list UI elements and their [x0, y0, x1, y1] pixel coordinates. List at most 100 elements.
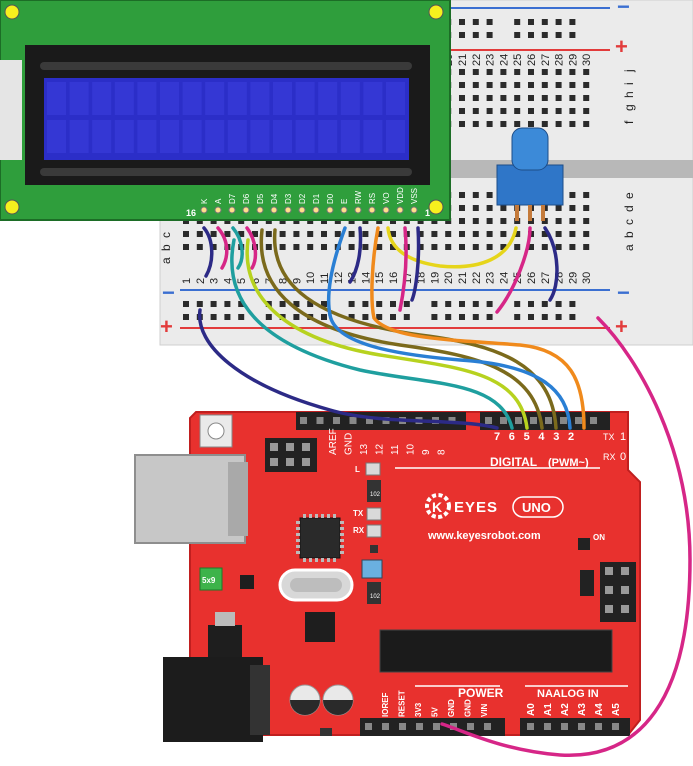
- lcd-character-cell: [340, 82, 360, 115]
- chip-pin: [340, 551, 344, 554]
- breadboard-hole: [472, 218, 479, 224]
- breadboard-hole: [500, 69, 507, 75]
- breadboard-hole: [321, 231, 327, 237]
- rail-hole: [541, 19, 548, 25]
- breadboard-hole: [486, 95, 493, 101]
- column-number: 21: [457, 272, 469, 284]
- breadboard-hole: [528, 69, 534, 75]
- rail-hole: [555, 301, 562, 307]
- rail-hole: [224, 314, 231, 320]
- lcd-character-cell: [69, 82, 89, 115]
- blue-crystal: [361, 559, 383, 579]
- rail-hole: [431, 314, 438, 320]
- header-pin: [448, 417, 456, 424]
- power-pin-label: GND: [464, 699, 473, 717]
- lcd-pin-label: D1: [312, 193, 321, 204]
- atmega-mcu: [379, 629, 613, 673]
- rail-hole: [569, 301, 576, 307]
- digital-pin-label: 3: [553, 431, 559, 443]
- breadboard-hole: [555, 82, 562, 88]
- wire-rs: [328, 313, 572, 430]
- lcd-pin-hole: [214, 206, 222, 214]
- url-label: www.keyesrobot.com: [427, 530, 541, 542]
- power-pin-label: IOREF: [381, 692, 390, 717]
- breadboard-hole: [583, 95, 590, 101]
- breadboard-hole: [555, 218, 562, 224]
- column-number: 15: [374, 272, 386, 284]
- breadboard-hole: [321, 244, 327, 250]
- top-header-left: [296, 412, 466, 430]
- rail-hole: [459, 19, 465, 25]
- lcd-mount-hole-br: [428, 199, 444, 215]
- capacitor-right-stripe: [323, 700, 353, 715]
- column-number: 9: [291, 278, 303, 284]
- wire-rail-to-7: [197, 308, 499, 430]
- l-led: [365, 462, 381, 476]
- header-pin: [467, 723, 474, 730]
- lcd-pin-label: D2: [298, 193, 307, 204]
- bottom-right-minus-sign: −: [617, 280, 630, 305]
- breadboard-hole: [252, 231, 258, 237]
- breadboard-hole: [486, 218, 493, 224]
- wire-rs-blue-upper: [326, 226, 347, 317]
- breadboard-hole: [555, 121, 562, 127]
- rail-hole: [210, 301, 217, 307]
- breadboard-hole: [210, 231, 217, 237]
- header-pin: [527, 723, 534, 730]
- header-pin: [484, 723, 491, 730]
- header-pin: [561, 723, 568, 730]
- breadboard-hole: [376, 231, 383, 237]
- breadboard-hole: [486, 205, 493, 211]
- header-pin: [500, 417, 507, 424]
- reset-button-cap[interactable]: [207, 422, 225, 440]
- pot-leg-3: [541, 205, 545, 221]
- lcd-pin-hole: [200, 206, 208, 214]
- breadboard-hole: [541, 244, 548, 250]
- smd-cap-1: [370, 545, 378, 553]
- rail-hole: [486, 301, 493, 307]
- breadboard-hole: [583, 231, 590, 237]
- breadboard-hole: [541, 95, 548, 101]
- lcd-character-cells: [47, 82, 405, 153]
- lcd-pin-hole: [312, 206, 320, 214]
- rail-hole: [569, 19, 576, 25]
- chip-pin: [333, 514, 336, 518]
- lcd-pin-label: RS: [368, 193, 377, 204]
- lcd-character-cell: [137, 120, 157, 153]
- lcd-character-cell: [227, 120, 247, 153]
- breadboard-hole: [514, 108, 521, 114]
- header-pin: [366, 417, 373, 424]
- column-number-top: 21: [457, 54, 469, 66]
- lcd-character-cell: [318, 120, 338, 153]
- header-pin: [545, 417, 552, 424]
- column-number: 11: [319, 273, 331, 284]
- rx-label: RX: [603, 452, 616, 462]
- header-pin: [333, 417, 340, 424]
- rail-hole: [183, 314, 189, 320]
- row-letter: b: [622, 231, 636, 238]
- breadboard-hole: [528, 121, 534, 127]
- rail-hole: [528, 19, 534, 25]
- wire-short-magenta: [245, 226, 258, 270]
- chip-pin: [303, 558, 306, 562]
- rail-hole: [431, 301, 438, 307]
- top-pin-label: 13: [359, 443, 370, 455]
- rail-hole: [569, 32, 576, 38]
- rail-hole: [541, 301, 548, 307]
- breadboard-hole: [210, 244, 217, 250]
- lcd-pin-holes: [200, 206, 418, 214]
- wire-pot-5v: [495, 226, 532, 314]
- breadboard-hole: [472, 69, 479, 75]
- column-number: 14: [360, 272, 372, 284]
- breadboard-hole: [459, 218, 465, 224]
- column-number: 19: [429, 272, 441, 284]
- voltage-regulator: [208, 625, 242, 657]
- breadboard-hole: [293, 244, 300, 250]
- lcd-pin-label: A: [214, 198, 223, 204]
- usb-chip-pins: [296, 514, 344, 562]
- rail-hole: [362, 301, 369, 307]
- lcd-character-cell: [363, 120, 383, 153]
- breadboard-hole: [472, 231, 479, 237]
- chip-pin: [315, 514, 318, 518]
